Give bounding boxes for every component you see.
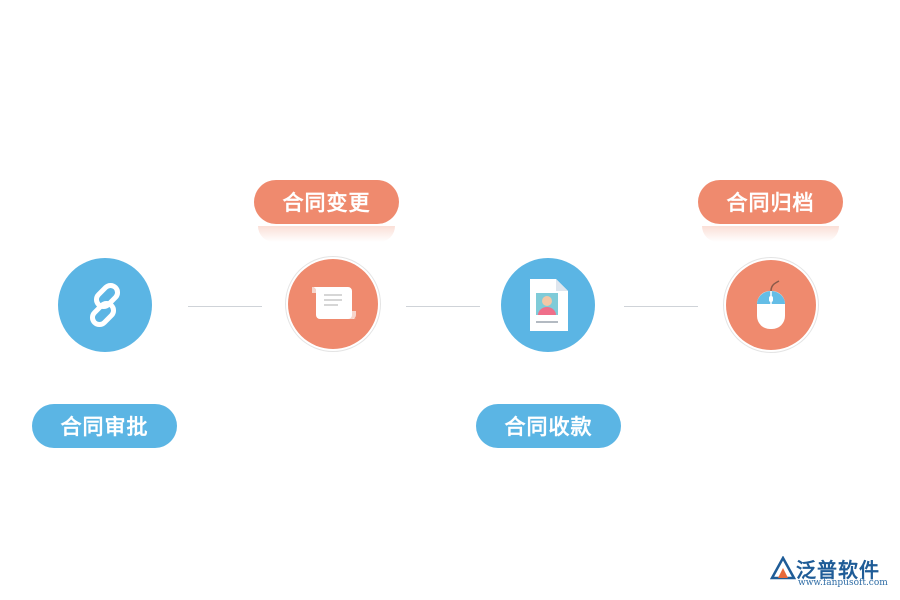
brand-name: 泛普软件 bbox=[796, 558, 880, 582]
scroll-icon bbox=[312, 287, 356, 319]
step-payment-label: 合同收款 bbox=[476, 404, 621, 448]
step-approval-label: 合同审批 bbox=[32, 404, 177, 448]
step-change-label: 合同变更 bbox=[254, 180, 399, 224]
document-portrait-icon bbox=[530, 279, 568, 331]
step-archive-circle bbox=[726, 260, 816, 350]
step-archive-label: 合同归档 bbox=[698, 180, 843, 224]
step-change-circle bbox=[288, 259, 378, 349]
mouse-icon bbox=[757, 280, 785, 329]
brand-url: www.fanpusoft.com bbox=[798, 578, 888, 588]
connector-line-3 bbox=[624, 306, 698, 307]
connector-line-1 bbox=[188, 306, 262, 307]
step-archive-label-reflection bbox=[702, 226, 839, 242]
step-change-label-reflection bbox=[258, 226, 395, 242]
fanpu-logo-icon bbox=[770, 556, 796, 580]
chain-link-icon bbox=[89, 282, 121, 328]
step-payment-circle bbox=[501, 258, 595, 352]
connector-line-2 bbox=[406, 306, 480, 307]
brand-logo: 泛普软件 www.fanpusoft.com bbox=[770, 552, 895, 592]
step-approval-circle bbox=[58, 258, 152, 352]
